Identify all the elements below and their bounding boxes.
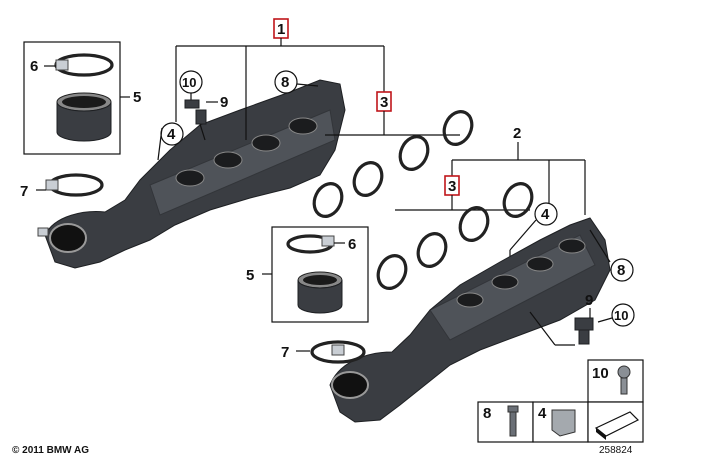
callout-10-lower-circle bbox=[611, 303, 635, 327]
hose-clamp-7-lower bbox=[310, 340, 366, 364]
clamp-screw-7-upper bbox=[45, 179, 59, 191]
legend-label-10: 10 bbox=[592, 365, 609, 382]
callout-6-lower: 6 bbox=[348, 236, 356, 253]
legend-label-4: 4 bbox=[538, 405, 547, 422]
callout-1: 1 bbox=[277, 21, 285, 38]
callout-8-lower: 8 bbox=[617, 262, 625, 279]
legend-box-10 bbox=[587, 359, 644, 403]
clamp-screw-7-lower bbox=[331, 344, 345, 356]
callout-9-upper: 9 bbox=[220, 94, 228, 111]
callout-5-upper: 5 bbox=[133, 89, 141, 106]
callout-8-upper: 8 bbox=[281, 74, 289, 91]
assembly-symbol-icon bbox=[594, 411, 640, 437]
callout-4-lower-circle bbox=[534, 202, 558, 226]
sensor-upper bbox=[184, 99, 200, 109]
manifold-ports-upper bbox=[175, 117, 318, 187]
gaskets-lower bbox=[376, 182, 534, 290]
sensor-body-lower bbox=[578, 329, 590, 345]
sleeve-lower bbox=[297, 279, 343, 314]
inlet-nipple-upper bbox=[37, 227, 49, 237]
callout-5-lower: 5 bbox=[246, 267, 254, 284]
callout-10-lower: 10 bbox=[614, 308, 628, 323]
gaskets-upper bbox=[312, 110, 474, 218]
copyright: © 2011 BMW AG bbox=[12, 445, 89, 456]
callout-9-lower: 9 bbox=[585, 292, 593, 309]
callout-3-lower: 3 bbox=[448, 178, 456, 195]
callout-3-upper: 3 bbox=[380, 94, 388, 111]
callout-8-lower-circle bbox=[610, 258, 634, 282]
inlet-opening-upper bbox=[49, 223, 87, 253]
clamp-screw-upper bbox=[55, 59, 69, 71]
callout-8-upper-circle bbox=[274, 70, 298, 94]
sensor-body-upper bbox=[195, 109, 207, 125]
callout-7-lower: 7 bbox=[281, 344, 289, 361]
callout-10-upper: 10 bbox=[182, 75, 196, 90]
legend-panel: 10 8 4 bbox=[477, 359, 644, 443]
callout-2: 2 bbox=[513, 125, 521, 142]
manifold-ports-lower bbox=[456, 238, 586, 308]
inlet-opening-lower bbox=[331, 371, 369, 399]
sleeve-upper bbox=[56, 101, 112, 142]
legend-box-8 bbox=[477, 401, 534, 443]
callout-6-upper: 6 bbox=[30, 58, 38, 75]
callout-7-upper: 7 bbox=[20, 183, 28, 200]
callout-4-upper: 4 bbox=[167, 126, 176, 143]
clamp-screw-lower bbox=[321, 235, 335, 247]
diagram-id: 258824 bbox=[599, 445, 633, 456]
legend-label-8: 8 bbox=[483, 405, 491, 422]
sensor-lower bbox=[574, 317, 594, 331]
callout-4-lower: 4 bbox=[541, 206, 550, 223]
